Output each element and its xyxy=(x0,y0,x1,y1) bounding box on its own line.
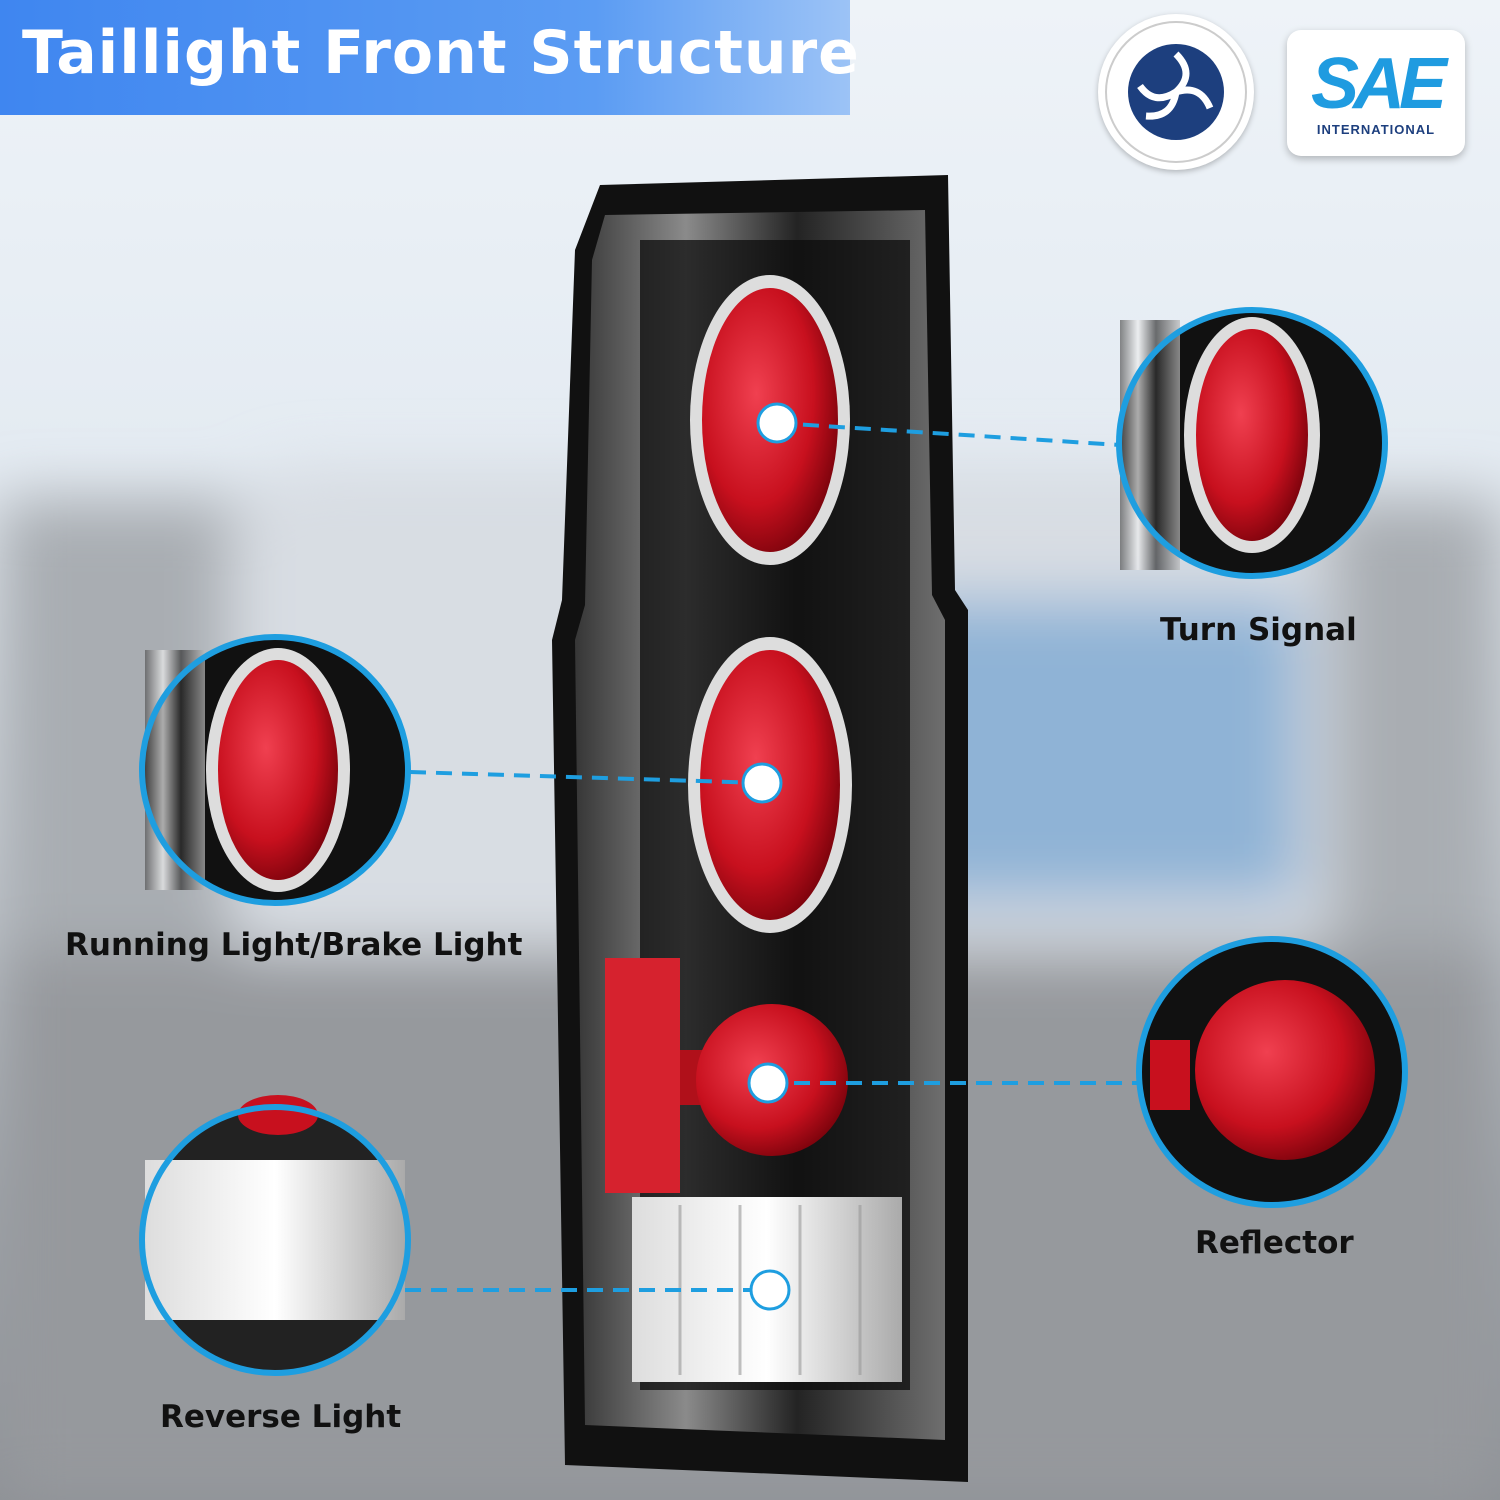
brake-light-marker xyxy=(741,762,783,804)
reverse-light-magnifier xyxy=(139,1095,411,1376)
turn-signal-magnifier xyxy=(1116,307,1388,579)
page-title: Taillight Front Structure xyxy=(22,18,860,88)
turn-signal-label: Turn Signal xyxy=(1160,612,1357,648)
reflector-marker xyxy=(747,1062,789,1104)
dot-logo xyxy=(1098,14,1254,170)
sae-logo: SAE INTERNATIONAL xyxy=(1287,30,1465,156)
brake-light-label: Running Light/Brake Light xyxy=(65,927,523,963)
brake-light-magnifier xyxy=(139,634,411,906)
reverse-light-marker xyxy=(749,1269,791,1311)
reflector-label: Reflector xyxy=(1195,1225,1354,1261)
svg-text:SAE: SAE xyxy=(1311,44,1449,124)
svg-text:INTERNATIONAL: INTERNATIONAL xyxy=(1317,122,1435,137)
brake-light-connector xyxy=(409,770,763,785)
reverse-light-label: Reverse Light xyxy=(160,1399,402,1435)
side-reflector xyxy=(605,958,680,1193)
reflector-magnifier xyxy=(1136,936,1408,1208)
title-banner: Taillight Front Structure xyxy=(0,0,859,115)
turn-signal-marker xyxy=(756,402,798,444)
turn-signal-connector xyxy=(776,421,1121,447)
